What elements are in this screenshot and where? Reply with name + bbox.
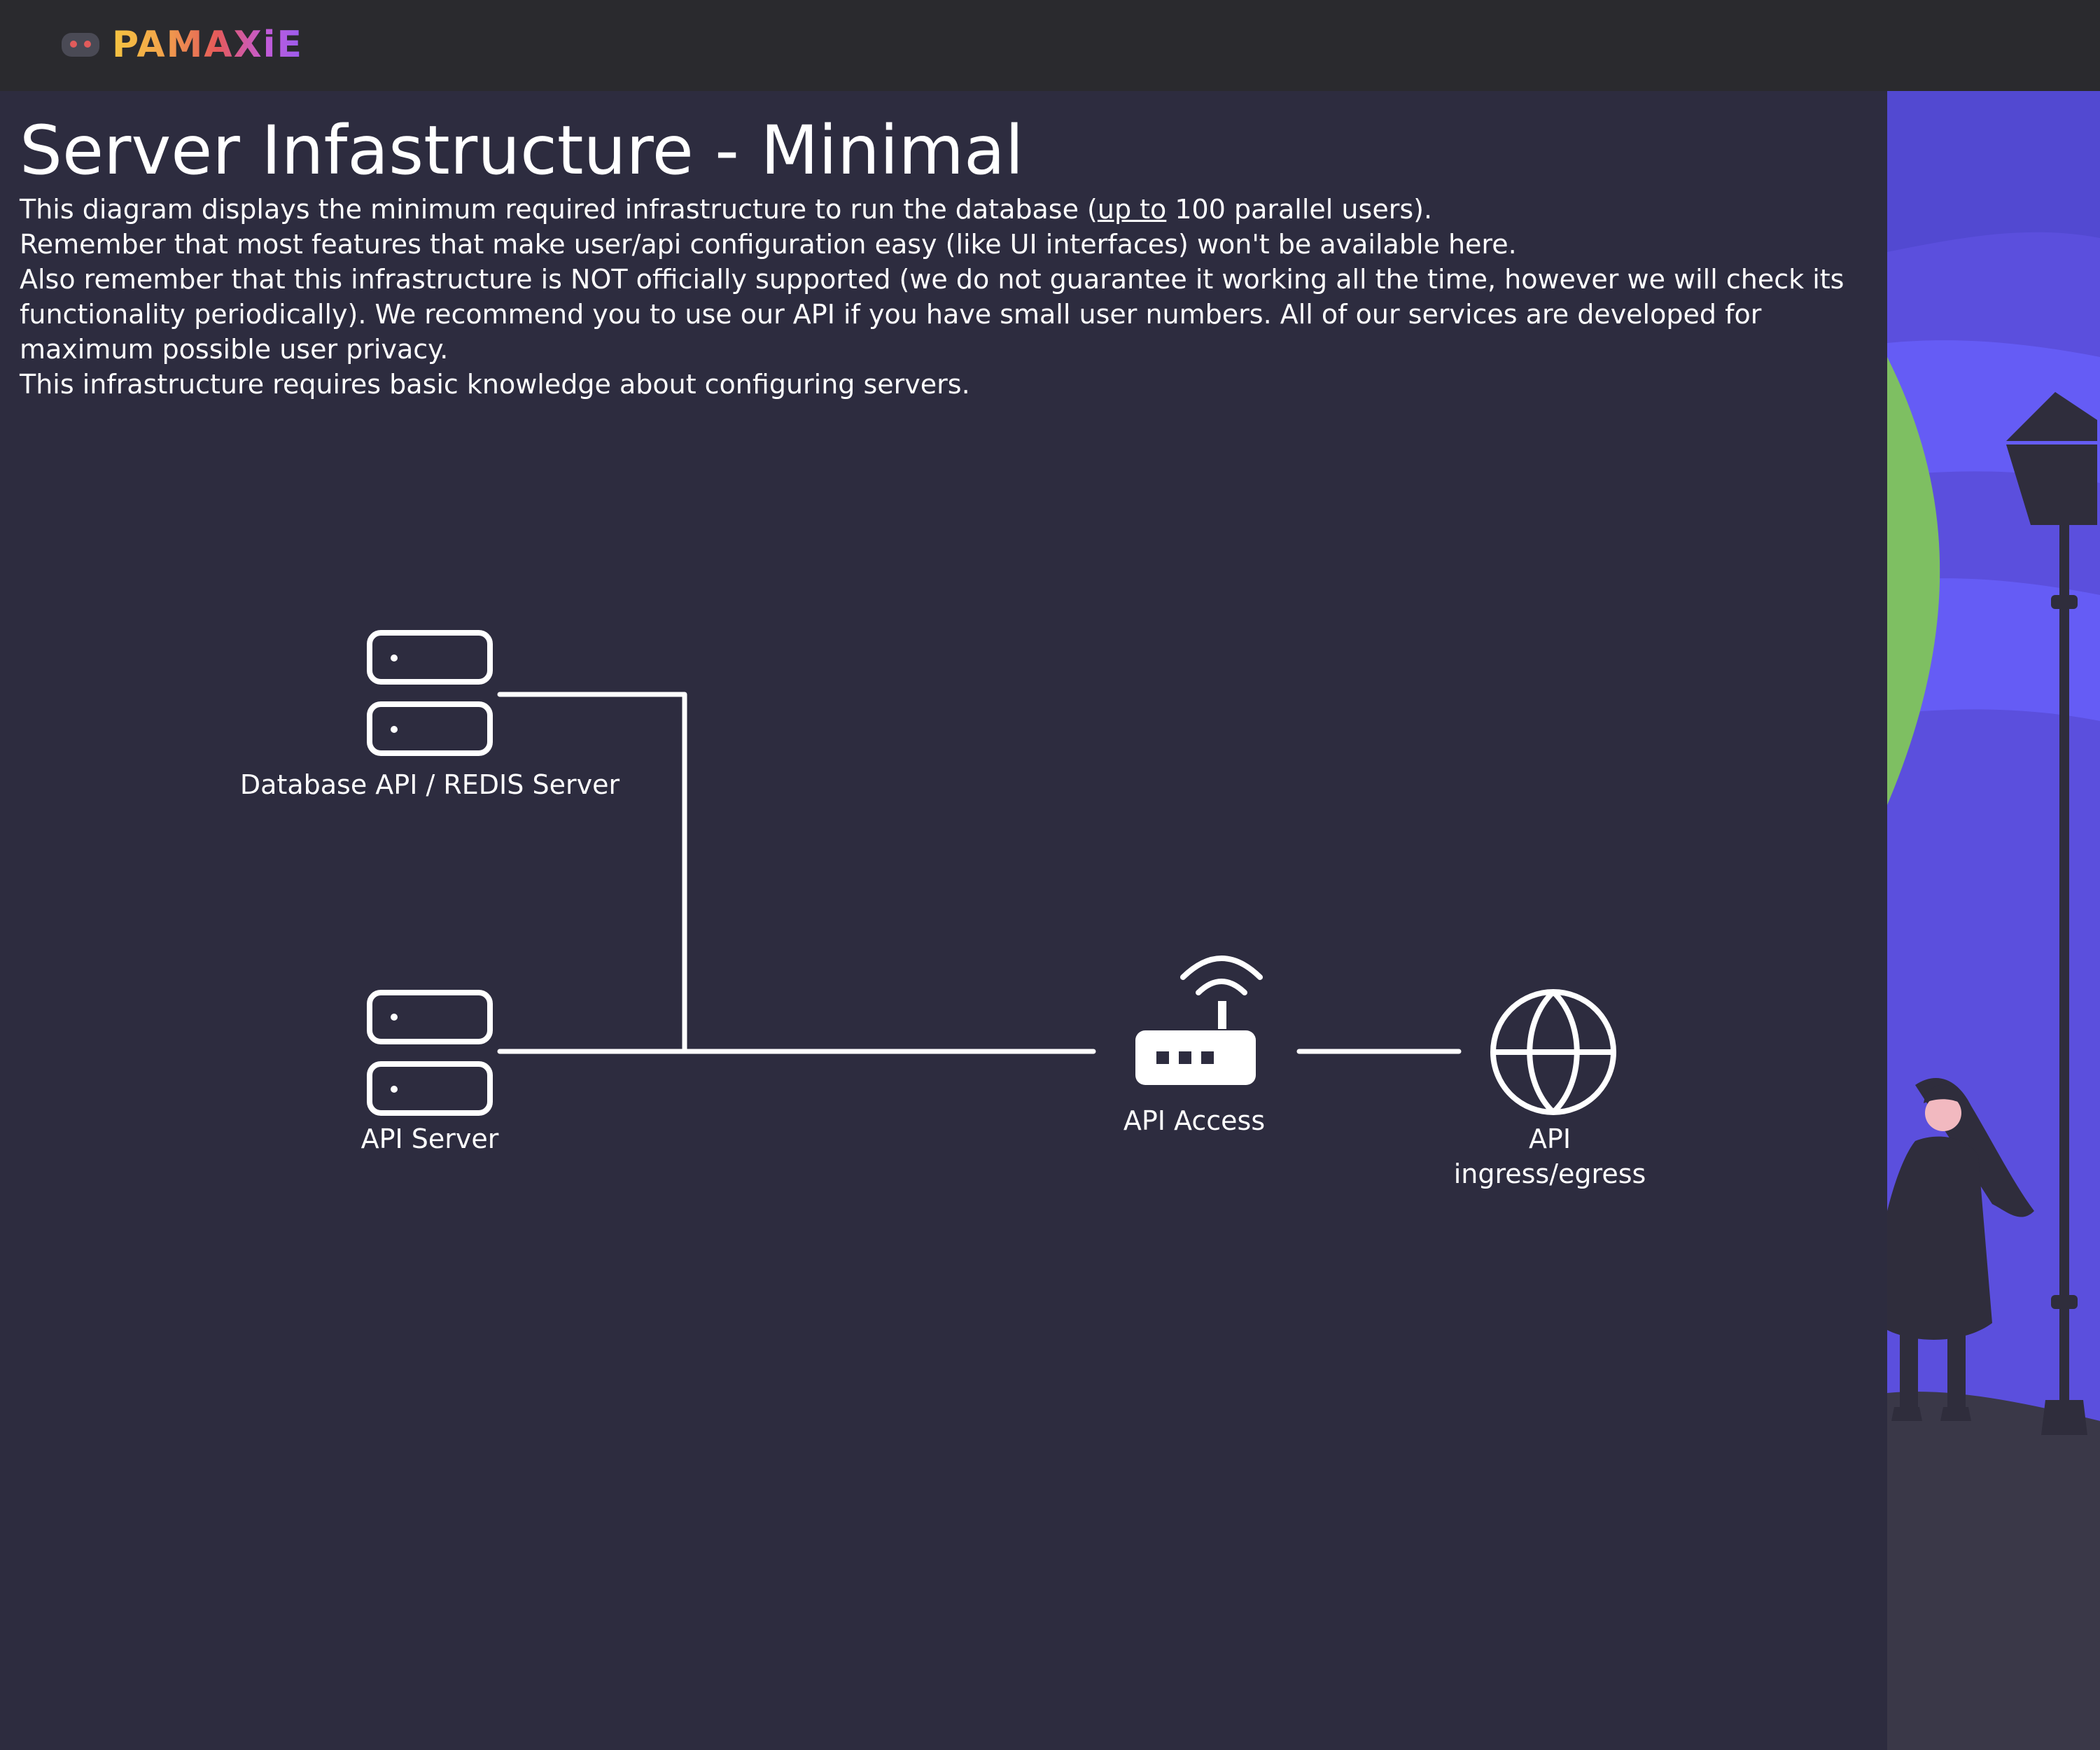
intro-line-4: This infrastructure requires basic knowl… bbox=[20, 369, 970, 400]
api-server-label: API Server bbox=[360, 1124, 499, 1154]
wifi-router-icon bbox=[1135, 955, 1263, 1085]
top-bar: PAMAXiE bbox=[0, 0, 2100, 91]
intro-line-1: This diagram displays the minimum requir… bbox=[20, 192, 1868, 227]
ingress-label-line-2: ingress/egress bbox=[1453, 1158, 1646, 1189]
api-access-label: API Access bbox=[1123, 1105, 1266, 1136]
server-stack-icon bbox=[367, 630, 493, 756]
main-content: Server Infastructure - Minimal This diag… bbox=[0, 91, 1887, 1750]
intro-line-1-end: 100 parallel users). bbox=[1166, 194, 1433, 225]
server-stack-icon bbox=[367, 990, 493, 1116]
person-walking-icon bbox=[1887, 1078, 2034, 1421]
logo-text: PAMAXiE bbox=[112, 24, 304, 66]
page-title: Server Infastructure - Minimal bbox=[20, 111, 1024, 190]
intro-text: This diagram displays the minimum requir… bbox=[20, 192, 1868, 402]
logo[interactable]: PAMAXiE bbox=[60, 24, 303, 66]
infrastructure-diagram bbox=[367, 630, 1616, 1116]
night-scene-illustration bbox=[1887, 91, 2100, 1750]
intro-line-3: Also remember that this infrastructure i… bbox=[20, 264, 1844, 365]
street-lamp-icon bbox=[2006, 392, 2097, 1435]
db-to-api-connector bbox=[497, 692, 687, 1053]
db-server-label: Database API / REDIS Server bbox=[239, 769, 620, 800]
globe-icon bbox=[1490, 989, 1616, 1115]
side-illustration bbox=[1887, 91, 2100, 1750]
intro-line-1-start: This diagram displays the minimum requir… bbox=[20, 194, 1098, 225]
ingress-label-line-1: API bbox=[1528, 1124, 1572, 1154]
robot-face-icon bbox=[62, 33, 99, 57]
intro-emphasis: up to bbox=[1097, 194, 1167, 225]
intro-line-2: Remember that most features that make us… bbox=[20, 229, 1517, 260]
